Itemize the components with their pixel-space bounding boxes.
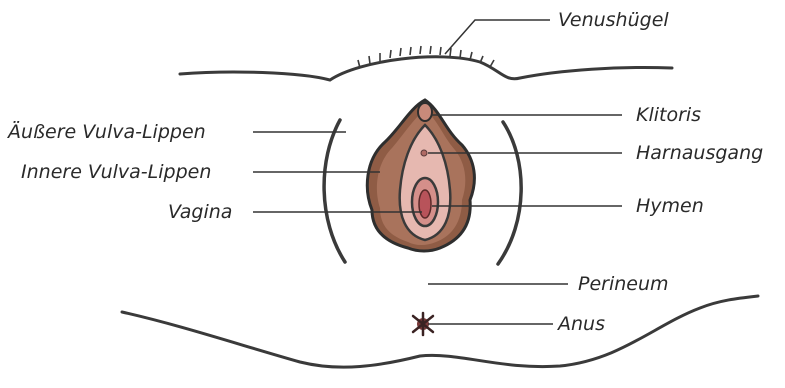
label-vagina: Vagina [168, 201, 232, 223]
urethra-opening [421, 150, 427, 156]
label-outer-labia: Äußere Vulva-Lippen [8, 121, 206, 143]
clitoris-shape [418, 103, 432, 121]
label-anus: Anus [558, 313, 605, 335]
label-perineum: Perineum [578, 273, 669, 295]
outer-labia-left [324, 120, 345, 262]
label-urethra: Harnausgang [636, 142, 763, 164]
body-outline-bottom [122, 296, 758, 367]
label-inner-labia: Innere Vulva-Lippen [21, 161, 211, 183]
label-clitoris: Klitoris [636, 104, 701, 126]
label-hymen: Hymen [636, 195, 704, 217]
leader-mons [445, 20, 550, 54]
body-outline-top [180, 57, 672, 80]
outer-labia-right [498, 122, 521, 264]
vaginal-opening [419, 190, 431, 218]
label-mons: Venushügel [558, 9, 669, 31]
